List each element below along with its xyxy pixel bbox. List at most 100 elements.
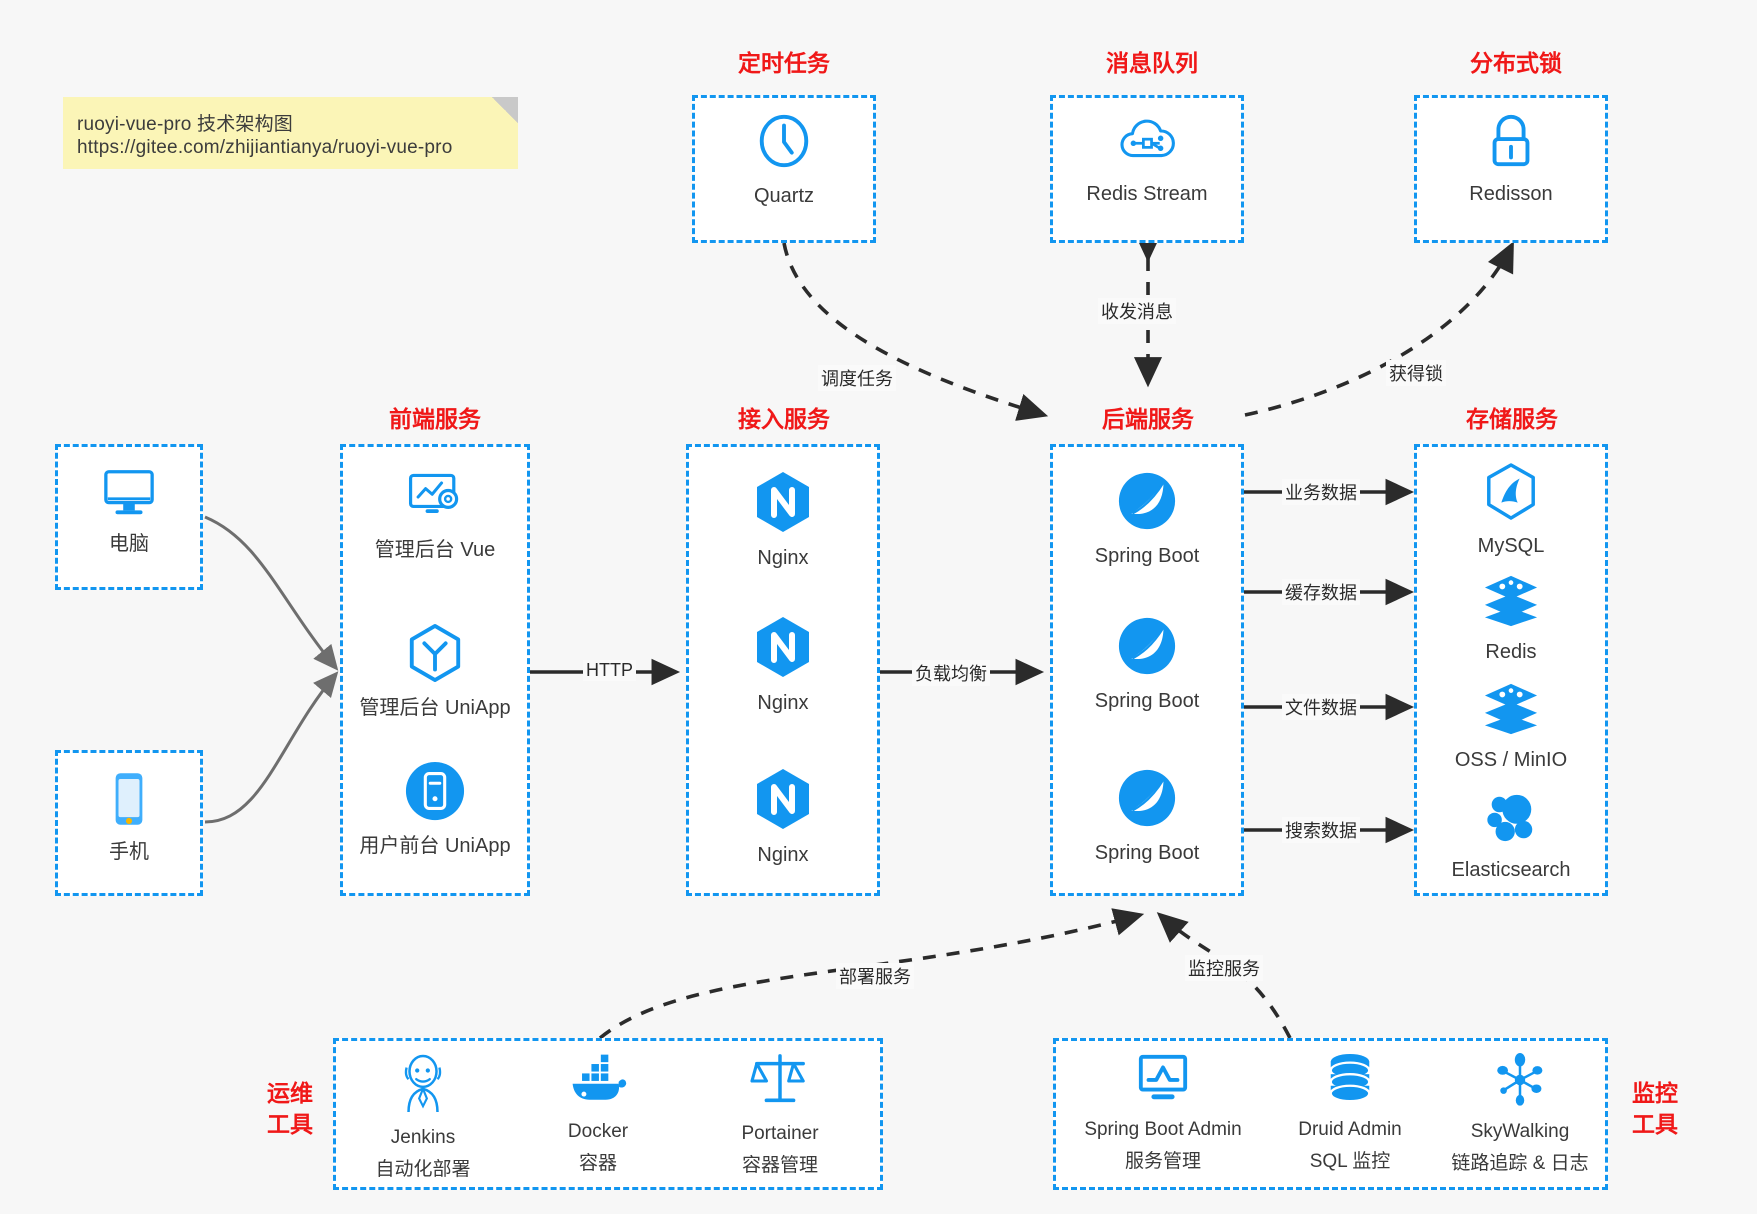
node-desc-portainer: 容器管理 <box>741 1155 818 1176</box>
devops-heading-line1: 运维 <box>267 1080 313 1106</box>
node-spring-boot-admin[interactable]: Spring Boot Admin 服务管理 <box>1063 1052 1263 1175</box>
edge-label-schedule-task: 调度任务 <box>818 365 896 391</box>
group-box-client-desktop[interactable] <box>55 444 203 590</box>
node-redis-stream[interactable]: Redis Stream <box>1050 112 1244 207</box>
node-label-spring-boot-2: Spring Boot <box>1094 690 1200 712</box>
node-nginx-1[interactable]: Nginx <box>686 470 880 571</box>
node-label-quartz: Quartz <box>753 185 815 207</box>
spring-boot-icon <box>1050 767 1244 834</box>
node-name-druid-admin: Druid Admin <box>1298 1119 1402 1140</box>
note-title: ruoyi-vue-pro 技术架构图 <box>77 114 294 135</box>
node-druid-admin[interactable]: Druid Admin SQL 监控 <box>1265 1052 1435 1175</box>
edge-label-http: HTTP <box>583 660 636 681</box>
node-admin-vue[interactable]: 管理后台 Vue <box>340 470 530 563</box>
node-spring-boot-2[interactable]: Spring Boot <box>1050 615 1244 714</box>
group-heading-distributed-lock: 分布式锁 <box>1470 50 1562 76</box>
node-label-spring-boot-3: Spring Boot <box>1094 842 1200 864</box>
desktop-computer-icon <box>55 466 203 525</box>
edge-label-search-data: 搜索数据 <box>1282 817 1360 843</box>
edge-label-monitor-service: 监控服务 <box>1185 955 1263 981</box>
node-label-mobile: 手机 <box>109 841 149 863</box>
node-label-admin-vue: 管理后台 Vue <box>374 539 496 561</box>
redis-icon <box>1414 572 1608 633</box>
database-stack-icon <box>1265 1052 1435 1111</box>
node-name-spring-boot-admin: Spring Boot Admin <box>1084 1119 1242 1140</box>
mysql-icon <box>1414 462 1608 527</box>
mobile-phone-icon <box>55 770 203 833</box>
monitor-heading-line2: 工具 <box>1632 1111 1678 1137</box>
node-label-admin-uniapp: 管理后台 UniApp <box>359 697 511 719</box>
group-box-distributed-lock[interactable] <box>1414 95 1608 243</box>
node-label-redis: Redis <box>1485 641 1537 663</box>
node-desc-docker: 容器 <box>578 1153 617 1174</box>
node-nginx-2[interactable]: Nginx <box>686 615 880 716</box>
padlock-icon <box>1414 110 1608 175</box>
edge-label-file-data: 文件数据 <box>1282 694 1360 720</box>
node-quartz[interactable]: Quartz <box>692 110 876 209</box>
node-nginx-3[interactable]: Nginx <box>686 767 880 868</box>
node-label-oss-minio: OSS / MinIO <box>1454 749 1568 771</box>
skywalking-nodes-icon <box>1430 1052 1610 1113</box>
node-oss-minio[interactable]: OSS / MinIO <box>1414 680 1608 773</box>
note-url: https://gitee.com/zhijiantianya/ruoyi-vu… <box>77 137 453 158</box>
node-jenkins[interactable]: Jenkins 自动化部署 <box>343 1052 503 1183</box>
node-desktop[interactable]: 电脑 <box>55 466 203 557</box>
group-heading-gateway: 接入服务 <box>738 406 830 432</box>
group-heading-message-queue: 消息队列 <box>1106 50 1198 76</box>
node-desc-druid-admin: SQL 监控 <box>1309 1151 1391 1172</box>
node-desc-skywalking: 链路追踪 & 日志 <box>1451 1153 1589 1174</box>
node-mysql[interactable]: MySQL <box>1414 462 1608 559</box>
node-label-nginx-1: Nginx <box>757 547 809 569</box>
node-admin-uniapp[interactable]: 管理后台 UniApp <box>340 622 530 721</box>
monitor-heading-line1: 监控 <box>1632 1080 1678 1106</box>
docker-whale-icon <box>518 1052 678 1113</box>
node-spring-boot-1[interactable]: Spring Boot <box>1050 470 1244 569</box>
node-elasticsearch[interactable]: Elasticsearch <box>1414 790 1608 883</box>
nginx-icon <box>686 470 880 539</box>
spring-boot-icon <box>1050 470 1244 537</box>
group-heading-frontend: 前端服务 <box>389 406 481 432</box>
group-box-scheduled-task[interactable] <box>692 95 876 243</box>
portainer-scales-icon <box>700 1052 860 1115</box>
admin-dashboard-icon <box>340 470 530 531</box>
node-mobile[interactable]: 手机 <box>55 770 203 865</box>
node-label-nginx-3: Nginx <box>757 844 809 866</box>
edge-label-acquire-lock: 获得锁 <box>1386 360 1446 386</box>
nginx-icon <box>686 615 880 684</box>
node-name-skywalking: SkyWalking <box>1470 1121 1570 1142</box>
node-label-user-uniapp: 用户前台 UniApp <box>359 835 511 857</box>
node-label-desktop: 电脑 <box>109 533 149 555</box>
edge-label-load-balance: 负载均衡 <box>912 660 990 686</box>
node-name-jenkins: Jenkins <box>390 1127 456 1148</box>
group-heading-backend: 后端服务 <box>1102 406 1194 432</box>
nginx-icon <box>686 767 880 836</box>
node-desc-jenkins: 自动化部署 <box>375 1159 471 1180</box>
monitor-chart-icon <box>1063 1052 1263 1111</box>
node-name-docker: Docker <box>567 1121 629 1142</box>
node-label-elasticsearch: Elasticsearch <box>1451 859 1571 881</box>
diagram-note: ruoyi-vue-pro 技术架构图 https://gitee.com/zh… <box>63 97 518 169</box>
node-label-mysql: MySQL <box>1477 535 1545 557</box>
edge-label-deploy-service: 部署服务 <box>836 963 914 989</box>
node-skywalking[interactable]: SkyWalking 链路追踪 & 日志 <box>1430 1052 1610 1177</box>
group-box-monitor-tools[interactable] <box>1053 1038 1608 1190</box>
group-heading-devops-tools: 运维 工具 <box>255 1078 325 1140</box>
node-redisson[interactable]: Redisson <box>1414 110 1608 207</box>
node-label-nginx-2: Nginx <box>757 692 809 714</box>
clock-icon <box>692 110 876 177</box>
node-name-portainer: Portainer <box>741 1123 819 1144</box>
group-heading-monitor-tools: 监控 工具 <box>1620 1078 1690 1140</box>
node-desc-spring-boot-admin: 服务管理 <box>1124 1151 1201 1172</box>
elasticsearch-icon <box>1414 790 1608 851</box>
uniapp-cube-icon <box>340 622 530 689</box>
edge-label-cache-data: 缓存数据 <box>1282 579 1360 605</box>
mobile-app-icon <box>340 760 530 827</box>
node-spring-boot-3[interactable]: Spring Boot <box>1050 767 1244 866</box>
node-redis[interactable]: Redis <box>1414 572 1608 665</box>
spring-boot-icon <box>1050 615 1244 682</box>
node-docker[interactable]: Docker 容器 <box>518 1052 678 1177</box>
oss-minio-icon <box>1414 680 1608 741</box>
node-user-uniapp[interactable]: 用户前台 UniApp <box>340 760 530 859</box>
node-portainer[interactable]: Portainer 容器管理 <box>700 1052 860 1179</box>
